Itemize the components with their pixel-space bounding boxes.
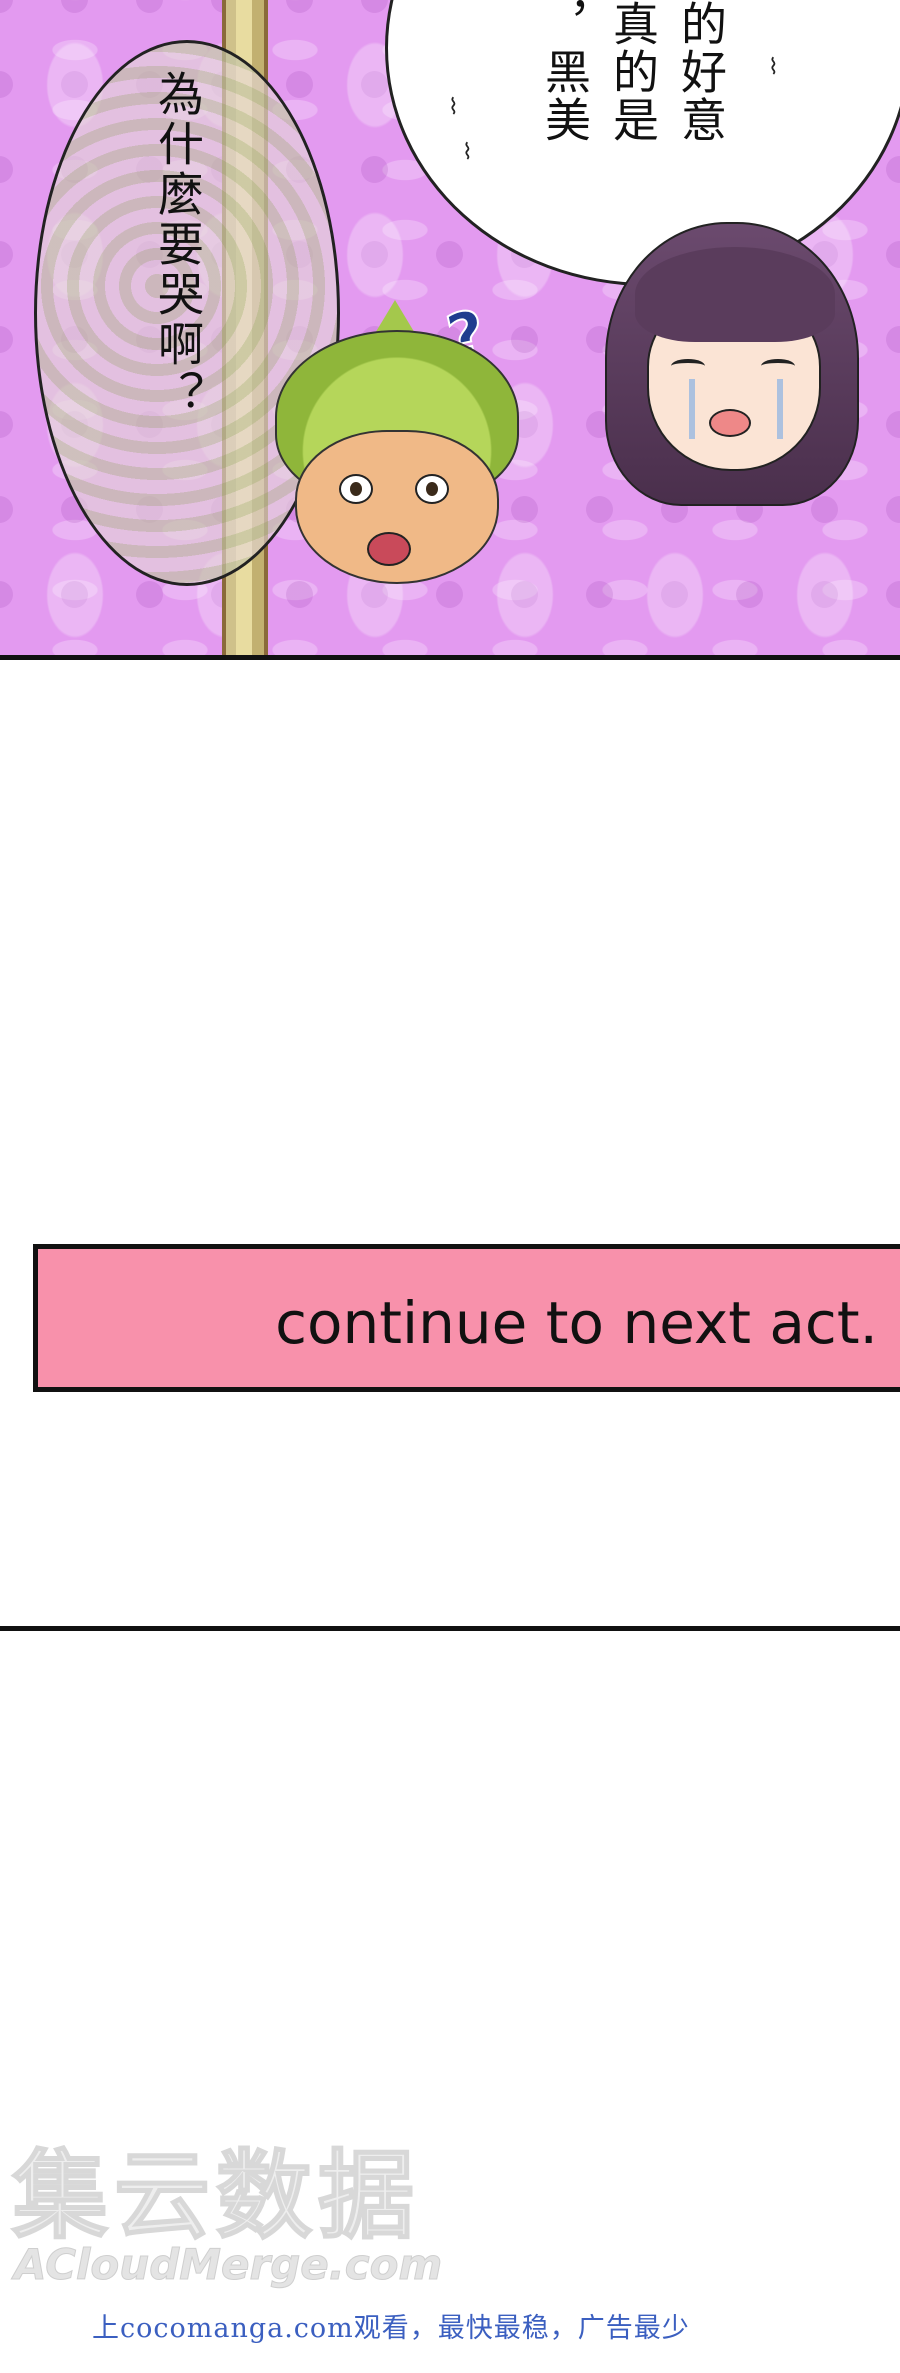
green-haired-character	[270, 300, 530, 584]
watermark-logo-english: ACloudMerge.com	[13, 2240, 443, 2290]
speech-text-right-line-3: ，黑美	[538, 0, 592, 144]
watermark-logo-chinese: 集云数据	[11, 2139, 420, 2253]
comic-panel: 為什麼要哭啊？ 的好意 真的是 ，黑美 ⌇ ⌇ ⌇ ?	[0, 0, 900, 658]
speech-text-left: 為什麼要哭啊？	[151, 70, 205, 420]
sweat-mark: ⌇	[462, 140, 473, 165]
panel-divider	[0, 655, 900, 660]
continue-banner: continue to next act.	[33, 1244, 900, 1392]
speech-text-right-line-1: 的好意	[674, 0, 728, 144]
sweat-mark: ⌇	[768, 55, 779, 80]
crying-girl-character	[605, 222, 865, 512]
section-divider	[0, 1626, 900, 1631]
speech-text-right-line-2: 真的是	[606, 0, 660, 144]
sweat-mark: ⌇	[448, 95, 459, 120]
speech-bubble-left	[34, 40, 340, 586]
footer-promo-text[interactable]: 上cocomanga.com观看，最快最稳，广告最少	[92, 2313, 690, 2344]
continue-banner-text: continue to next act.	[275, 1289, 878, 1357]
